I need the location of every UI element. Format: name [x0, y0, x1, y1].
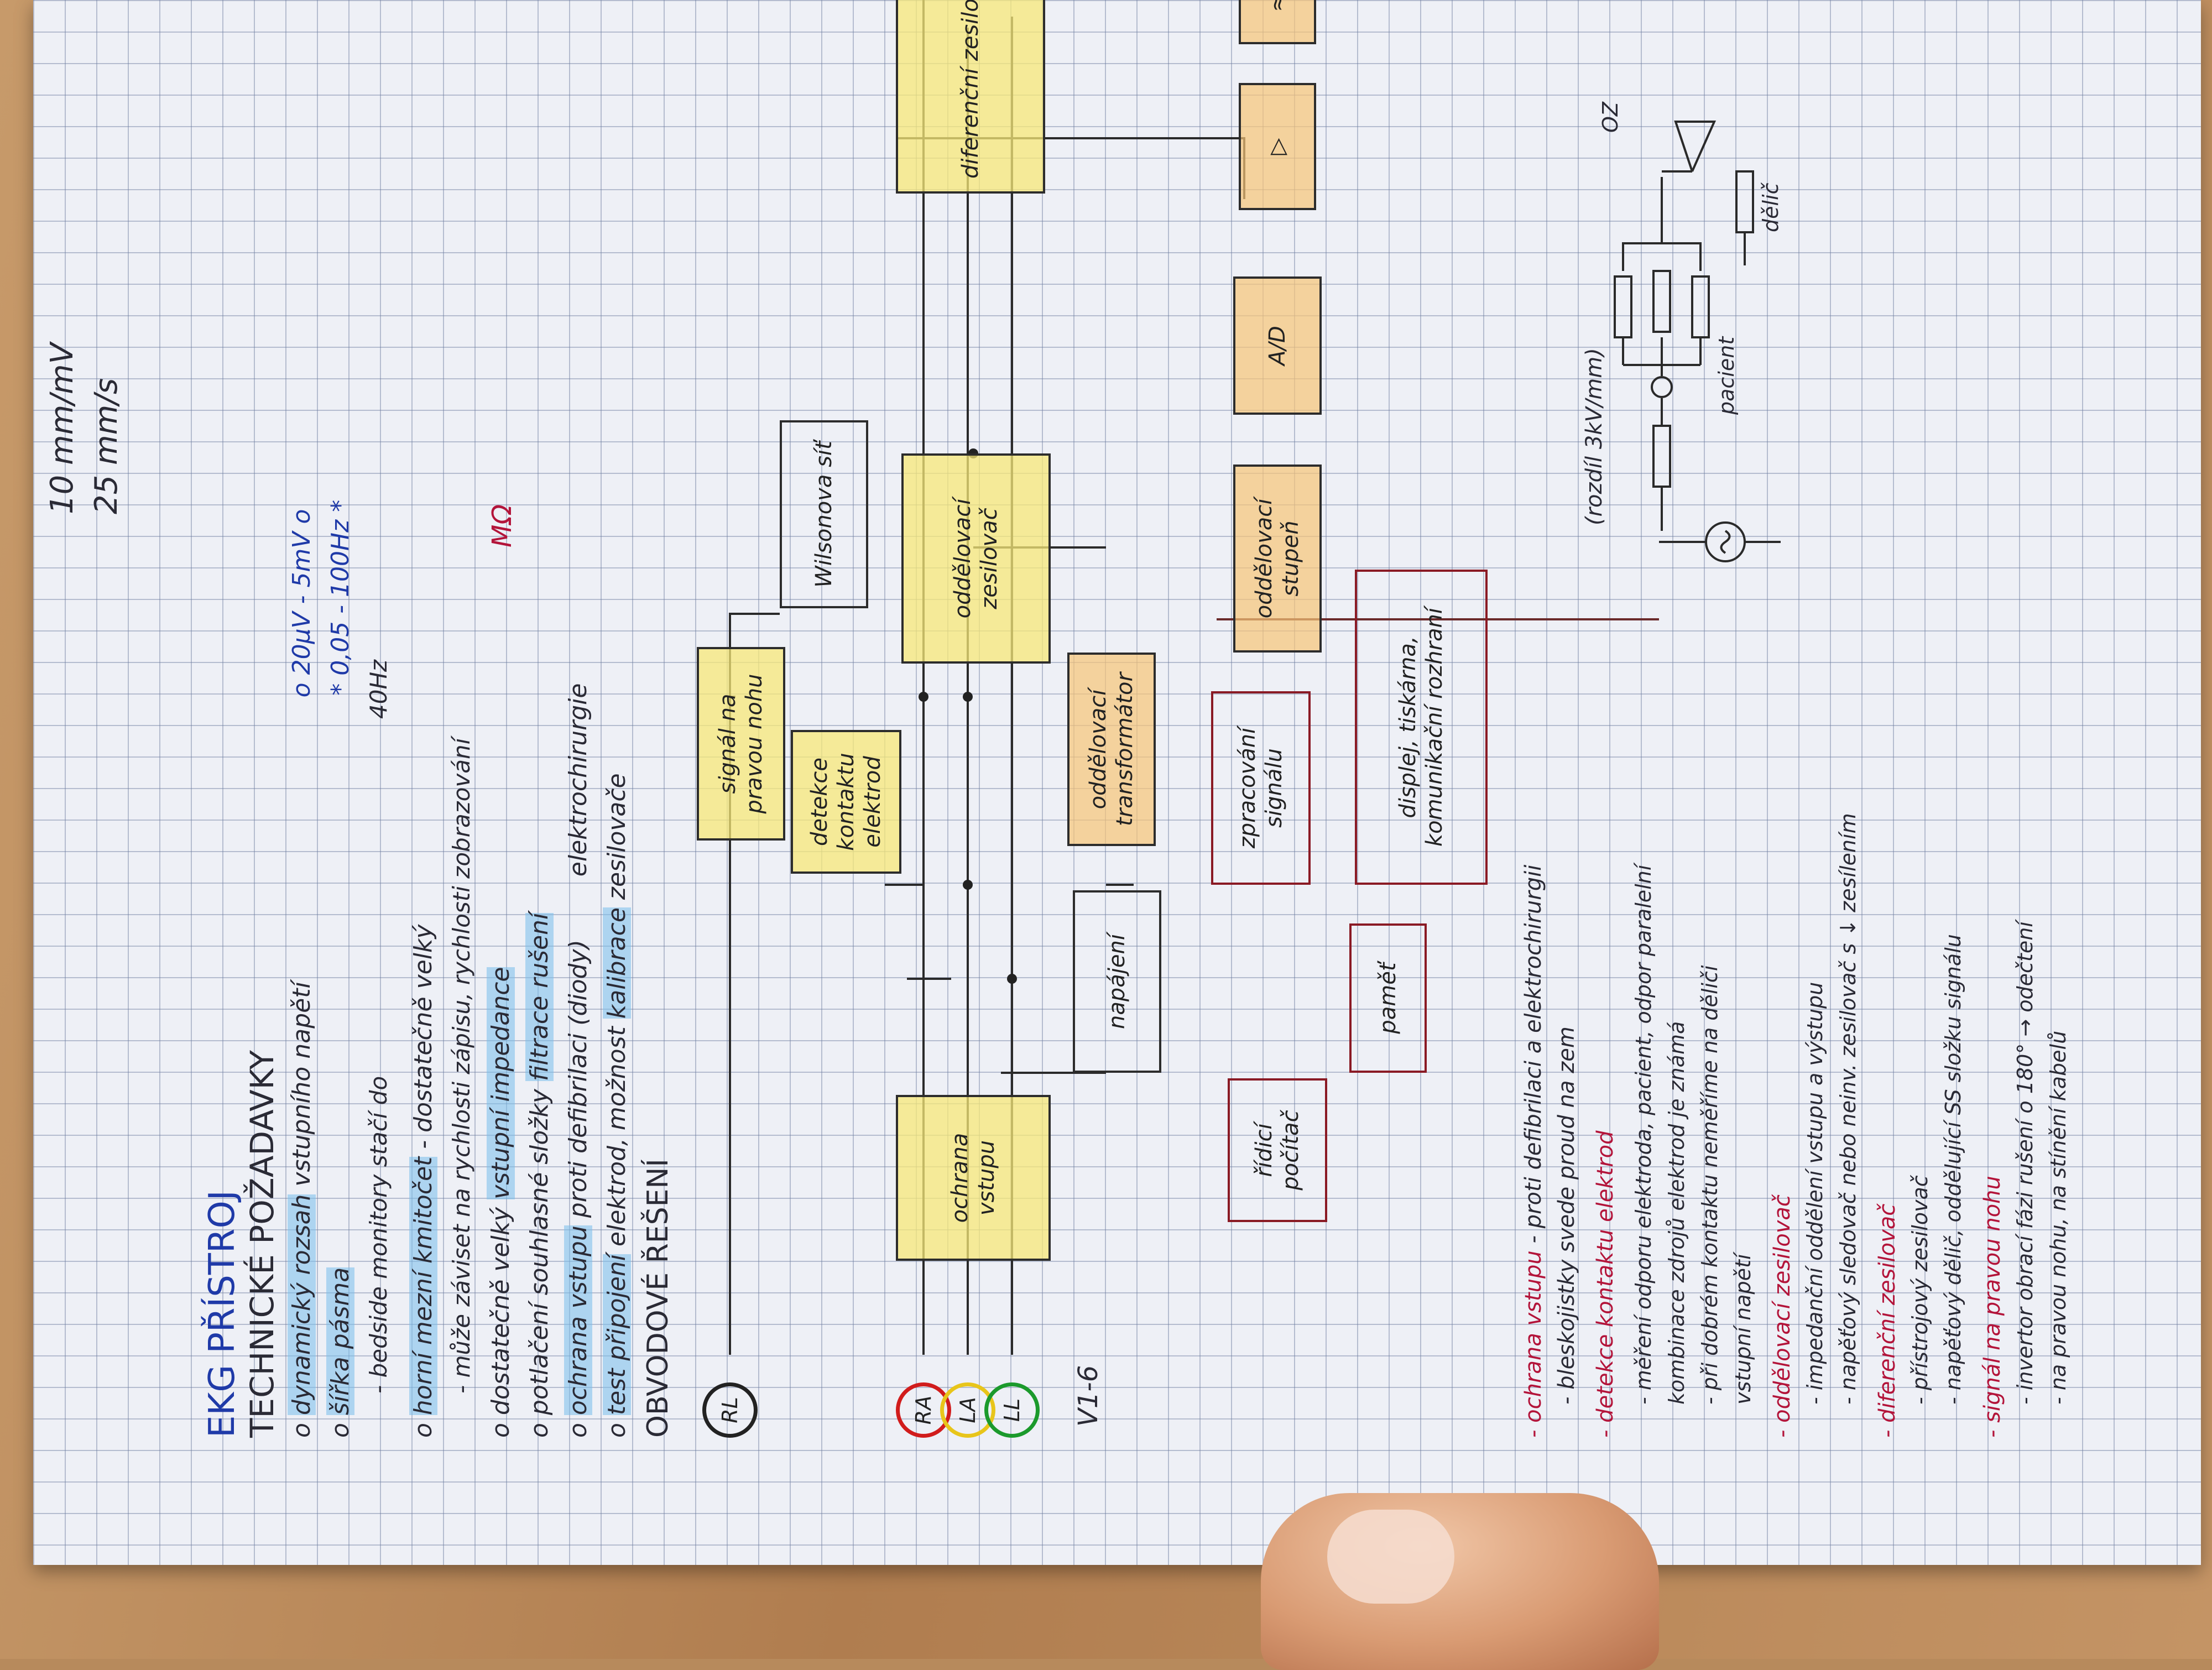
thumbnail-highlight [1327, 1510, 1454, 1604]
circuit-label-patient: pacient [1714, 336, 1739, 415]
circuit-label-divider: dělič [1759, 182, 1783, 232]
circuit-label-oz: OZ [1598, 102, 1623, 133]
thumb [1261, 1493, 1659, 1670]
